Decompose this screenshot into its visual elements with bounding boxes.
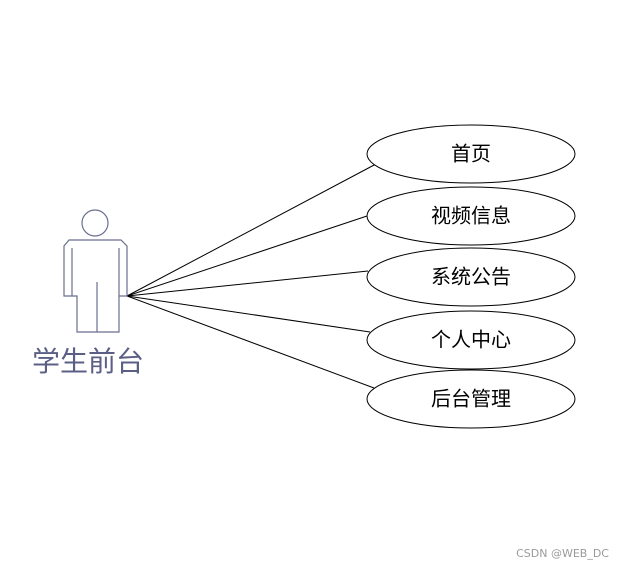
association-line-1	[126, 163, 377, 297]
association-line-5	[126, 295, 375, 389]
use-case-label: 视频信息	[431, 204, 511, 228]
use-case-label: 后台管理	[431, 387, 511, 411]
use-case-label: 首页	[451, 142, 491, 166]
use-case-label: 系统公告	[431, 265, 511, 289]
use-case-3: 系统公告	[366, 247, 576, 307]
association-line-3	[126, 270, 369, 297]
actor-label: 学生前台	[32, 345, 144, 378]
association-line-4	[126, 295, 371, 333]
actor-body	[63, 239, 128, 333]
use-case-label: 个人中心	[431, 328, 511, 352]
watermark-text: CSDN @WEB_DC	[516, 547, 609, 560]
use-case-ellipse	[366, 124, 576, 184]
use-case-4: 个人中心	[366, 310, 576, 370]
use-case-ellipse	[366, 247, 576, 307]
actor-head	[81, 209, 109, 237]
association-lines	[126, 163, 377, 389]
use-case-ellipse	[366, 310, 576, 370]
use-case-2: 视频信息	[366, 186, 576, 246]
use-case-1: 首页	[366, 124, 576, 184]
actor-figure	[63, 209, 128, 333]
use-case-ellipse	[366, 186, 576, 246]
use-case-ellipse	[366, 369, 576, 429]
association-line-2	[126, 214, 371, 297]
use-case-5: 后台管理	[366, 369, 576, 429]
